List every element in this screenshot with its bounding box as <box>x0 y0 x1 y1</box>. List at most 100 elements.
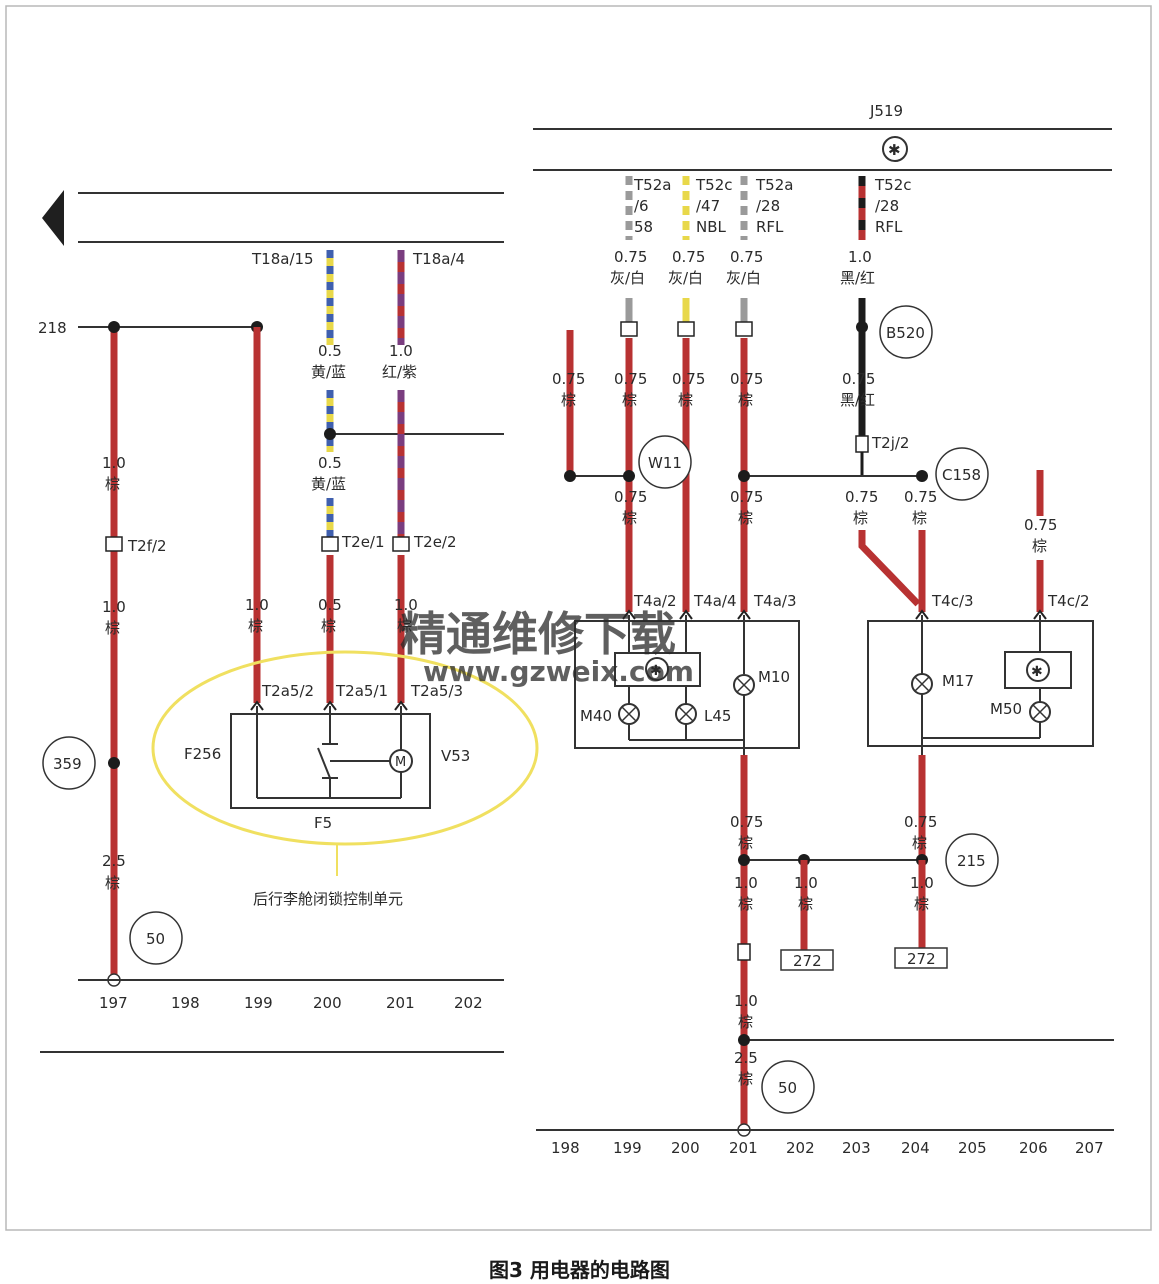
wire-size-label: 2.5 <box>734 1049 758 1067</box>
conn-t2j-2: T2j/2 <box>871 434 909 452</box>
watermark-url: www.gzweix.com <box>423 655 694 688</box>
label-m50: M50 <box>990 700 1022 718</box>
ruler-tick: 202 <box>786 1139 815 1157</box>
page-reference-box[interactable] <box>894 947 948 969</box>
pin-t4a-2: T4a/2 <box>633 592 677 610</box>
wire-size-label: 0.75 <box>842 370 875 388</box>
page-reference-272: 272 <box>793 952 822 970</box>
wire-size-label: 1.0 <box>102 598 126 616</box>
connector-t18a-15: T18a/15 <box>251 250 314 268</box>
pin-t2a5-2: T2a5/2 <box>261 682 314 700</box>
wire-color-label: 棕 <box>912 509 927 527</box>
page-back-arrow-icon[interactable] <box>42 190 64 246</box>
wire-color-label: 棕 <box>738 509 753 527</box>
ruler-tick: 198 <box>171 994 200 1012</box>
control-unit-icon <box>645 657 669 681</box>
ruler-tick: 204 <box>901 1139 930 1157</box>
figure-caption: 图3 用电器的电路图 <box>489 1258 670 1282</box>
ref-circle-50-label: 50 <box>778 1079 797 1097</box>
wire-size-label: 2.5 <box>102 852 126 870</box>
wire-color-label: 棕 <box>622 391 637 409</box>
plug-connector-icon <box>677 321 695 337</box>
junction-dot <box>108 321 120 333</box>
control-unit-icon <box>882 136 908 162</box>
wire-size-label: 0.75 <box>552 370 585 388</box>
wire-color-label: 棕 <box>914 895 929 913</box>
plug-connector-icon <box>321 536 339 552</box>
ref-circle-50 <box>761 1060 815 1114</box>
wire-size-label: 0.75 <box>1024 516 1057 534</box>
control-unit-star: ✱ <box>1031 664 1043 680</box>
pin-arrow-icon <box>915 609 929 620</box>
control-unit-icon <box>1026 658 1050 682</box>
wire-color-label: 黄/蓝 <box>311 475 346 493</box>
lamp-assembly-box-t4c <box>867 620 1094 747</box>
wire-size-label: 1.0 <box>910 874 934 892</box>
wire-size-label: 0.75 <box>904 488 937 506</box>
ruler-tick: 207 <box>1075 1139 1104 1157</box>
ruler-tick: 199 <box>613 1139 642 1157</box>
label-m10: M10 <box>758 668 790 686</box>
ruler-tick: 205 <box>958 1139 987 1157</box>
circuit-diagram: 218 T18a/15 T18a/4 0.5 黄/蓝 1.0 红/紫 0.5 黄… <box>5 5 1152 1231</box>
motor-icon <box>389 749 413 773</box>
ref-circle-w11-label: W11 <box>648 454 682 472</box>
conn-t52c-28: /28 <box>875 197 899 215</box>
wire-color-label: 灰/白 <box>610 269 645 287</box>
label-l45: L45 <box>704 707 731 725</box>
label-m17: M17 <box>942 672 974 690</box>
wire-size-label: 1.0 <box>102 454 126 472</box>
connector-t2e-2: T2e/2 <box>413 533 457 551</box>
ref-circle-215-label: 215 <box>957 852 986 870</box>
pin-arrow-icon <box>1033 609 1047 620</box>
label-m40: M40 <box>580 707 612 725</box>
page-reference-box[interactable] <box>780 949 834 971</box>
conn-t52a-28: T52a <box>755 176 793 194</box>
pin-t4c-3: T4c/3 <box>931 592 974 610</box>
wire-color-label: 棕 <box>105 475 120 493</box>
junction-dot <box>916 470 928 482</box>
wire-brown-diagonal <box>858 530 921 607</box>
ruler-tick: 200 <box>671 1139 700 1157</box>
ruler-tick: 201 <box>386 994 415 1012</box>
wire-color-label: 红/紫 <box>382 363 417 381</box>
ref-circle-b520 <box>879 305 933 359</box>
label-j519: J519 <box>869 102 903 120</box>
pin-t4a-3: T4a/3 <box>753 592 797 610</box>
junction-dot <box>623 470 635 482</box>
wire-size-label: 0.5 <box>318 596 342 614</box>
ref-circle-w11 <box>638 435 692 489</box>
pin-t4c-2: T4c/2 <box>1047 592 1090 610</box>
conn-t52a-6: T52a <box>633 176 671 194</box>
wire-size-label: 0.75 <box>730 813 763 831</box>
conn-t52c-47: T52c <box>695 176 733 194</box>
ref-circle-c158-label: C158 <box>942 466 981 484</box>
wire-size-label: 0.75 <box>730 370 763 388</box>
wire-color-label: 棕 <box>105 619 120 637</box>
junction-dot <box>738 1034 750 1046</box>
wire-color-label: 棕 <box>105 874 120 892</box>
wire-size-label: 1.0 <box>389 342 413 360</box>
label-f5: F5 <box>314 814 332 832</box>
wire-color-label: 棕 <box>738 1013 753 1031</box>
wire-color-label: 棕 <box>738 391 753 409</box>
wire-size-label: 0.75 <box>672 370 705 388</box>
wire-color-label: 棕 <box>397 617 412 635</box>
ref-circle-50-label: 50 <box>146 930 165 948</box>
conn-t52c-28: T52c <box>874 176 912 194</box>
junction-dot <box>564 470 576 482</box>
lamp-m50-cross <box>1032 704 1048 720</box>
ref-circle-c158 <box>935 447 989 501</box>
junction-dot <box>324 428 336 440</box>
wire-size-label: 0.75 <box>730 248 763 266</box>
wire-color-label: 棕 <box>738 1070 753 1088</box>
conn-t52a-28: /28 <box>756 197 780 215</box>
wire-size-label: 0.75 <box>845 488 878 506</box>
label-f256: F256 <box>184 745 221 763</box>
pin-arrow-icon <box>737 609 751 620</box>
junction-dot <box>856 321 868 333</box>
conn-t52c-47: NBL <box>696 218 727 236</box>
label-v53: V53 <box>441 747 470 765</box>
highlight-ellipse <box>151 650 539 846</box>
